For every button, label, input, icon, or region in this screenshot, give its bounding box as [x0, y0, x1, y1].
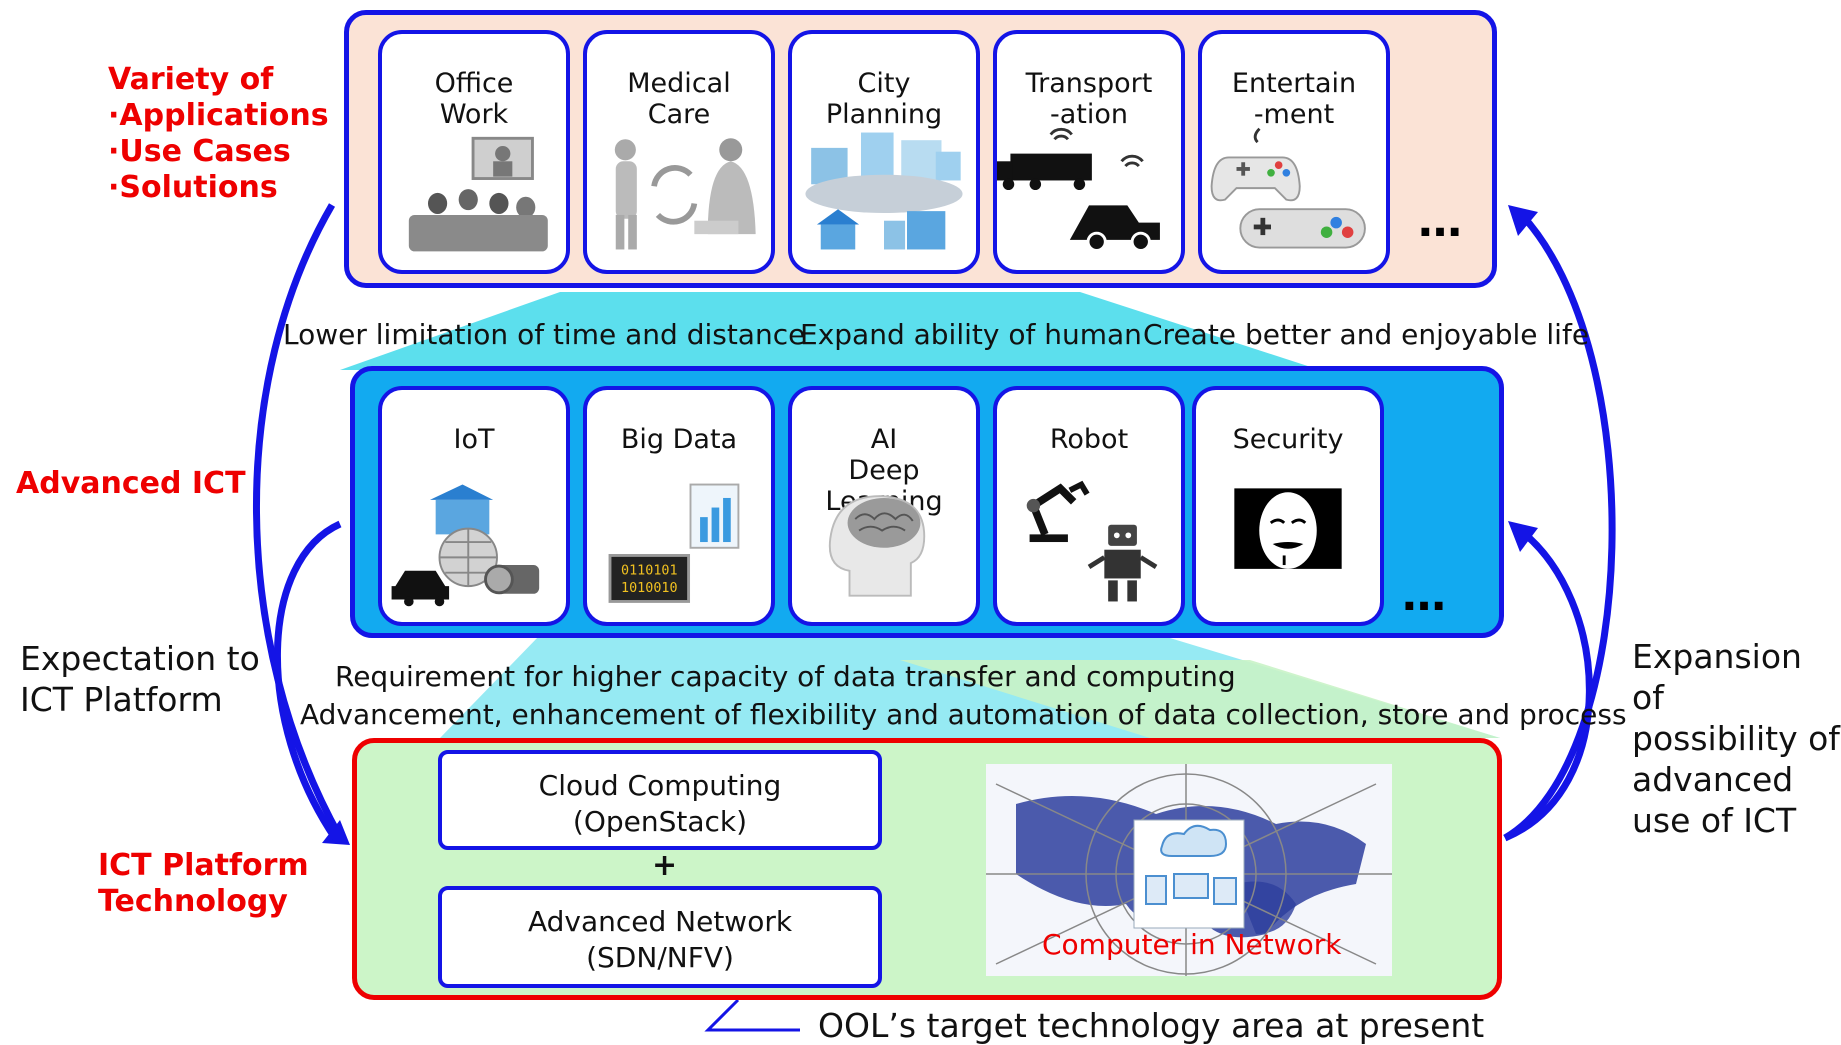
tech-card-label: Robot	[1049, 424, 1129, 455]
tech-card-big-data[interactable]: Big Data 0110101 1010010	[583, 386, 775, 626]
city-buildings-icon	[805, 132, 963, 250]
svg-text:0110101: 0110101	[621, 564, 678, 579]
tech-card-ai[interactable]: AI Deep Learning	[788, 386, 980, 626]
benefit-better-life: Create better and enjoyable life	[1143, 318, 1590, 351]
computer-in-network-image: Computer in Network	[986, 764, 1392, 976]
app-card-city-planning[interactable]: City Planning	[788, 30, 980, 274]
app-card-medical-care[interactable]: Medical Care	[583, 30, 775, 274]
app-card-label: Office Work	[434, 68, 514, 130]
tech-card-label: Security	[1232, 424, 1344, 455]
label-expectation-to-ict-platform: Expectation to ICT Platform	[20, 639, 260, 719]
iot-devices-icon	[391, 484, 540, 607]
benefit-time-distance: Lower limitation of time and distance	[283, 318, 806, 351]
svg-text:1010010: 1010010	[621, 581, 678, 596]
footer-target-area-note: OOL’s target technology area at present	[818, 1006, 1485, 1045]
app-card-label: Medical Care	[627, 68, 731, 130]
app-card-label: Transport -ation	[1025, 68, 1153, 130]
app-card-office-work[interactable]: Office Work	[378, 30, 570, 274]
cloud-computing-box[interactable]: Cloud Computing (OpenStack)	[438, 750, 882, 850]
tech-card-security[interactable]: Security	[1192, 386, 1384, 626]
label-expansion-of-possibility: Expansion of possibility of advanced use…	[1632, 637, 1840, 840]
world-web-icon	[986, 764, 1392, 976]
label-variety-of-applications: Variety of ·Applications ·Use Cases ·Sol…	[108, 62, 329, 205]
label-ict-platform-technology: ICT Platform Technology	[98, 848, 309, 919]
applications-more: …	[1418, 196, 1464, 247]
mask-icon	[1234, 488, 1342, 569]
technologies-more: …	[1402, 570, 1448, 621]
app-card-entertainment[interactable]: Entertain -ment	[1198, 30, 1390, 274]
requirement-capacity: Requirement for higher capacity of data …	[335, 660, 1236, 693]
app-card-label: Entertain -ment	[1231, 68, 1357, 130]
robot-icon	[1026, 480, 1158, 602]
tech-card-label: IoT	[453, 424, 495, 455]
tech-card-label: Big Data	[620, 424, 738, 455]
doctor-patient-icon	[614, 138, 756, 250]
advanced-network-box[interactable]: Advanced Network (SDN/NFV)	[438, 886, 882, 988]
tech-card-iot[interactable]: IoT	[378, 386, 570, 626]
truck-car-icon	[997, 127, 1160, 252]
big-data-icon: 0110101 1010010	[608, 483, 740, 603]
requirement-automation: Advancement, enhancement of flexibility …	[300, 698, 1627, 731]
brain-icon	[828, 495, 926, 597]
label-advanced-ict: Advanced ICT	[16, 466, 246, 501]
app-card-label: City Planning	[825, 68, 943, 130]
app-card-transportation[interactable]: Transport -ation	[993, 30, 1185, 274]
game-controller-icon	[1210, 127, 1366, 249]
tech-card-robot[interactable]: Robot	[993, 386, 1185, 626]
plus-sign: +	[652, 848, 678, 883]
benefit-human-ability: Expand ability of human	[800, 318, 1142, 351]
computer-in-network-caption: Computer in Network	[1042, 928, 1342, 961]
meeting-icon	[408, 136, 548, 252]
